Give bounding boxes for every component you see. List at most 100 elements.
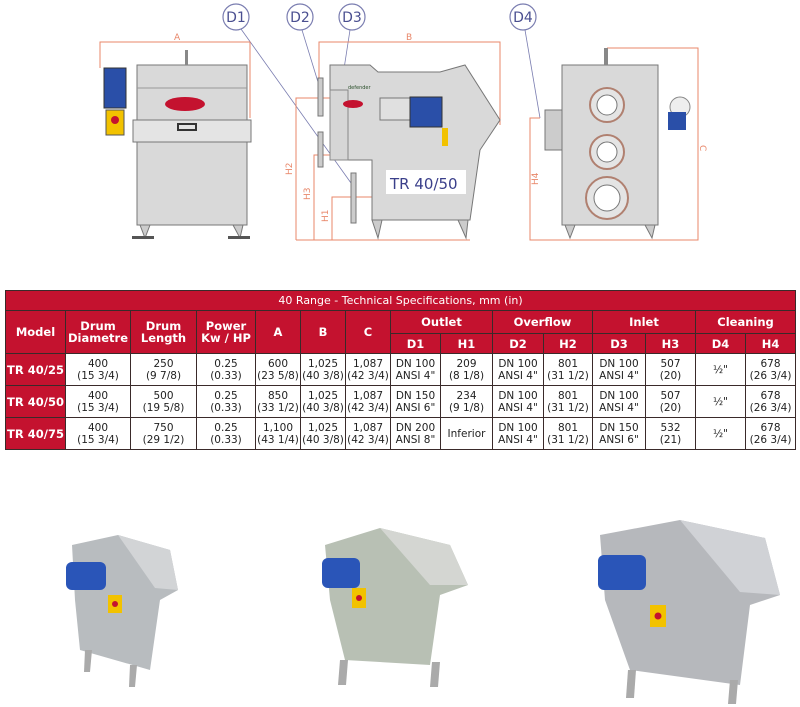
- cell-secondary-value: ANSI 4": [599, 401, 639, 414]
- cell-value: 0.25: [214, 389, 238, 402]
- header-power: Power Kw / HP: [196, 310, 256, 354]
- spec-cell: 400(15 3/4): [65, 353, 131, 386]
- header-h1: H1: [440, 333, 493, 354]
- header-d3: D3: [592, 333, 646, 354]
- spec-cell: 750(29 1/2): [130, 417, 197, 450]
- header-c: C: [345, 310, 391, 354]
- svg-text:H2: H2: [285, 163, 295, 176]
- cell-secondary-value: ANSI 4": [395, 369, 436, 382]
- cell-secondary-value: (8 1/8): [448, 369, 485, 382]
- svg-text:TR 40/50: TR 40/50: [389, 175, 458, 193]
- cell-value: 600: [267, 357, 289, 370]
- callout-d1: D1: [222, 3, 250, 31]
- header-d4: D4: [695, 333, 746, 354]
- cell-value: ½": [712, 363, 728, 376]
- cell-secondary-value: (15 3/4): [77, 369, 119, 382]
- spec-cell: Inferior: [440, 417, 493, 450]
- spec-cell: 532(21): [645, 417, 696, 450]
- header-drum-length: Drum Length: [130, 310, 197, 354]
- cell-value: DN 150: [599, 421, 639, 434]
- cell-value: 400: [87, 389, 109, 402]
- table-title: 40 Range - Technical Specifications, mm …: [4, 290, 797, 311]
- cell-secondary-value: (15 3/4): [77, 401, 119, 414]
- callout-d3: D3: [338, 3, 366, 31]
- cell-value: 0.25: [214, 421, 238, 434]
- cell-secondary-value: (31 1/2): [547, 401, 589, 414]
- spec-cell: 1,025(40 3/8): [300, 417, 346, 450]
- cell-secondary-value: (0.33): [210, 401, 242, 414]
- header-drum-diametre: Drum Diametre: [65, 310, 131, 354]
- photo-tr-40-50: [322, 528, 468, 687]
- cell-secondary-value: ANSI 4": [498, 433, 538, 446]
- cell-value: DN 100: [498, 421, 538, 434]
- svg-text:D2: D2: [290, 10, 310, 26]
- cell-secondary-value: (26 3/4): [749, 433, 792, 446]
- model-cell: TR 40/50: [5, 385, 66, 418]
- spec-cell: 600(23 5/8): [255, 353, 301, 386]
- spec-cell: 209(8 1/8): [440, 353, 493, 386]
- cell-secondary-value: (26 3/4): [749, 369, 792, 382]
- technical-specifications-table: 40 Range - Technical Specifications, mm …: [4, 290, 797, 450]
- cell-value: 209: [456, 357, 477, 370]
- callout-d2: D2: [286, 3, 314, 31]
- cell-secondary-value: (20): [659, 401, 682, 414]
- cell-value: 1,087: [352, 357, 384, 370]
- cell-value: 1,025: [307, 357, 339, 370]
- svg-text:C: C: [697, 145, 707, 151]
- cell-value: 678: [760, 357, 781, 370]
- cell-value: 1,025: [307, 421, 339, 434]
- cell-value: DN 150: [395, 389, 436, 402]
- spec-cell: 801(31 1/2): [543, 385, 593, 418]
- photo-tr-40-25: [66, 535, 178, 687]
- header-h3: H3: [645, 333, 696, 354]
- cell-value: DN 100: [599, 389, 639, 402]
- svg-text:D1: D1: [226, 10, 246, 26]
- cell-value: 234: [456, 389, 477, 402]
- cell-value: 801: [557, 389, 579, 402]
- product-photos: [66, 520, 780, 704]
- cell-secondary-value: (42 3/4): [347, 433, 389, 446]
- header-h4: H4: [744, 333, 797, 354]
- cell-secondary-value: (0.33): [210, 369, 242, 382]
- rear-view: C H4: [529, 47, 707, 241]
- cell-secondary-value: (42 3/4): [347, 401, 389, 414]
- spec-cell: 1,025(40 3/8): [300, 353, 346, 386]
- cell-value: 1,087: [352, 389, 384, 402]
- cell-value: 750: [153, 421, 174, 434]
- svg-text:defender: defender: [348, 85, 372, 91]
- cell-value: 678: [760, 421, 781, 434]
- spec-cell: 0.25(0.33): [196, 385, 256, 418]
- spec-cell: 1,087(42 3/4): [345, 353, 391, 386]
- cell-secondary-value: (40 3/8): [302, 369, 344, 382]
- cell-secondary-value: (0.33): [210, 433, 242, 446]
- header-d2: D2: [492, 333, 544, 354]
- svg-text:D4: D4: [513, 10, 533, 26]
- cell-secondary-value: (29 1/2): [142, 433, 185, 446]
- header-model: Model: [5, 310, 66, 354]
- spec-cell: 234(9 1/8): [440, 385, 493, 418]
- front-view: A: [99, 33, 252, 240]
- header-cleaning: Cleaning: [694, 310, 797, 334]
- cell-value: 1,087: [352, 421, 384, 434]
- cell-value: 532: [660, 421, 681, 434]
- cell-secondary-value: (9 7/8): [145, 369, 182, 382]
- cell-secondary-value: ANSI 4": [599, 369, 639, 382]
- cell-secondary-value: (42 3/4): [347, 369, 389, 382]
- cell-value: DN 100: [599, 357, 639, 370]
- spec-cell: 801(31 1/2): [543, 353, 593, 386]
- cell-secondary-value: (23 5/8): [257, 369, 299, 382]
- cell-secondary-value: (31 1/2): [547, 433, 589, 446]
- cell-secondary-value: ANSI 6": [599, 433, 639, 446]
- svg-text:H1: H1: [321, 210, 331, 223]
- spec-cell: 400(15 3/4): [65, 385, 131, 418]
- cell-secondary-value: ANSI 8": [395, 433, 436, 446]
- svg-text:D3: D3: [342, 10, 362, 26]
- cell-secondary-value: (33 1/2): [257, 401, 299, 414]
- spec-cell: ½": [695, 417, 746, 450]
- cell-value: 500: [153, 389, 174, 402]
- spec-cell: 0.25(0.33): [196, 417, 256, 450]
